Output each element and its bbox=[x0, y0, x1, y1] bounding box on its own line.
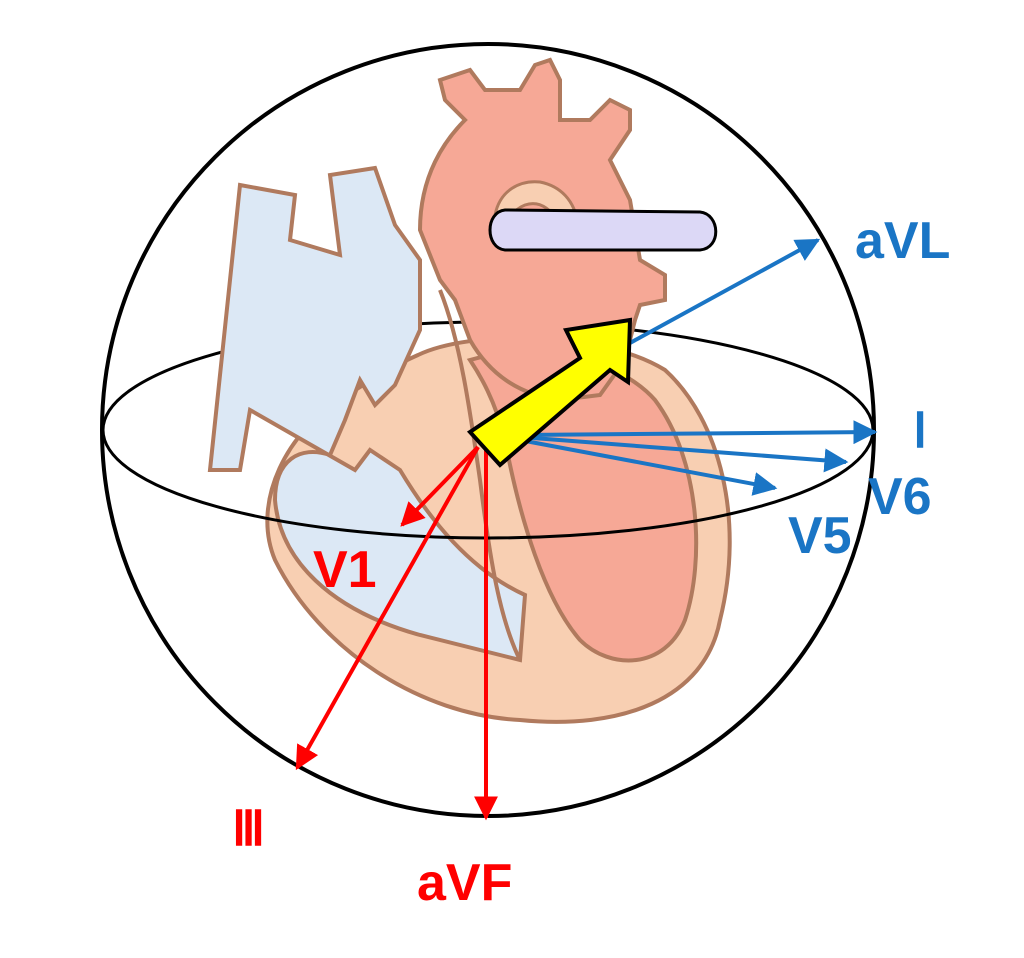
label-V1: V1 bbox=[313, 541, 377, 599]
septum bbox=[438, 289, 522, 661]
vector-I bbox=[519, 420, 878, 445]
label-aVF: aVF bbox=[417, 854, 512, 912]
vector-V6 bbox=[519, 435, 849, 473]
negative-lead-vectors bbox=[295, 445, 498, 821]
label-aVL: aVL bbox=[855, 212, 950, 270]
positive-lead-vectors bbox=[519, 238, 878, 496]
thick-arrow-icon bbox=[466, 317, 633, 468]
vector-aVL bbox=[629, 238, 821, 345]
vector-III bbox=[295, 446, 480, 771]
heart bbox=[207, 57, 732, 724]
label-III: Ⅲ bbox=[232, 803, 265, 856]
vector-V5 bbox=[519, 438, 778, 496]
vector-V1 bbox=[400, 445, 480, 527]
pulmonary-artery bbox=[488, 208, 718, 252]
label-V5: V5 bbox=[788, 507, 852, 565]
label-I: Ⅰ bbox=[913, 405, 927, 458]
mean-vector-arrow bbox=[466, 317, 633, 468]
label-V6: V6 bbox=[868, 468, 932, 526]
